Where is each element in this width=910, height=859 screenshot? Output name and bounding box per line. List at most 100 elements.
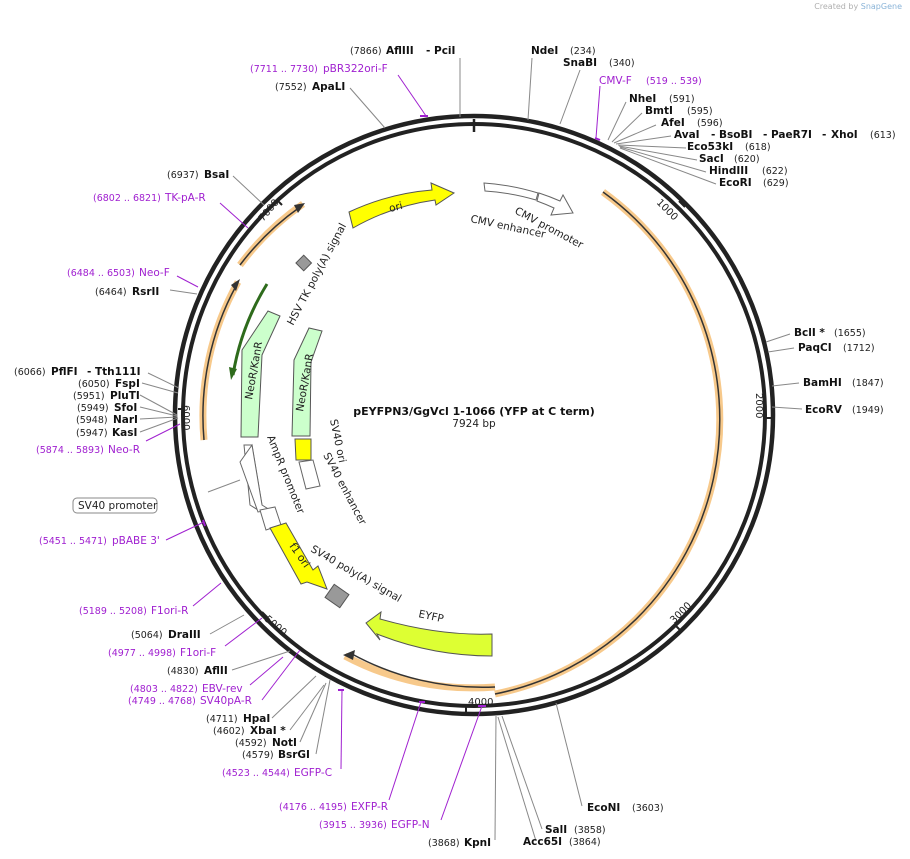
snapgene-credit: Created by SnapGene [814, 2, 902, 11]
sv40-polya-label: SV40 poly(A) signal [309, 543, 404, 605]
primer-range-exfp-r: (4176 .. 4195) [279, 802, 347, 813]
pos-pluTI: (5951) [73, 391, 105, 402]
sv40-promoter-box [72, 497, 158, 514]
pos-bsaI: (6937) [167, 170, 199, 181]
pos-bclI: (1655) [834, 328, 866, 339]
enzyme-bclI: BclI * [794, 327, 825, 339]
hsv-tk-polya-feature [295, 254, 313, 272]
orf-arcs [199, 189, 724, 698]
snapgene-logo: SnapGene [860, 2, 902, 11]
primer-f1ori-r: F1ori-R [151, 605, 188, 617]
enzyme-acc65I: Acc65I [523, 836, 562, 848]
enzyme-aflIII: AflIII [386, 45, 414, 57]
enzyme-bsobI: BsoBI [719, 129, 752, 141]
svg-text:-: - [87, 366, 91, 378]
pos-ecoRI: (629) [763, 178, 789, 189]
primer-tk-pa-r: TK-pA-R [164, 192, 206, 204]
enzyme-labels: (7866) AflIII - PciI NdeI (234) SnaBI (3… [14, 45, 896, 849]
enzyme-ecoRV: EcoRV [805, 404, 843, 416]
pos-aflIII: (7866) [350, 46, 382, 57]
enzyme-snabI: SnaBI [563, 57, 597, 69]
pos-notI: (4592) [235, 738, 267, 749]
pos-bamHI: (1847) [852, 378, 884, 389]
primer-range-neo-f: (6484 .. 6503) [67, 268, 135, 279]
neo-inner-feature [291, 327, 323, 437]
pos-hpaI: (4711) [206, 714, 238, 725]
tick-2000: 2000 [753, 393, 764, 418]
enzyme-apaLI: ApaLI [312, 81, 345, 93]
primer-pbr322ori-f: pBR322ori-F [323, 63, 388, 75]
enzyme-pciI: PciI [434, 45, 455, 57]
f1-ori-feature [269, 522, 328, 590]
enzyme-bamHI: BamHI [803, 377, 842, 389]
pos-kasI: (5947) [76, 428, 108, 439]
pos-narI: (5948) [76, 415, 108, 426]
enzyme-sacI: SacI [699, 153, 724, 165]
enzyme-ecoNI: EcoNI [587, 802, 620, 814]
primer-ebv-rev: EBV-rev [202, 683, 243, 695]
primer-range-tk-pa-r: (6802 .. 6821) [93, 193, 161, 204]
cmv-promoter-feature [536, 192, 574, 216]
primer-range-ebv-rev: (4803 .. 4822) [130, 684, 198, 695]
primer-range-cmv-f: (519 .. 539) [646, 76, 702, 87]
primer-range-f1ori-f: (4977 .. 4998) [108, 648, 176, 659]
pos-aflII: (4830) [167, 666, 199, 677]
enzyme-notI: NotI [272, 737, 297, 749]
tick-1000: 1000 [654, 197, 680, 223]
enzyme-rsrII: RsrII [132, 286, 159, 298]
enzyme-draIII: DraIII [168, 629, 201, 641]
primer-range-f1ori-r: (5189 .. 5208) [79, 606, 147, 617]
enzyme-hpaI: HpaI [243, 713, 270, 725]
enzyme-pluTI: PluTI [110, 390, 140, 402]
primer-neo-r: Neo-R [108, 444, 140, 456]
enzyme-narI: NarI [113, 414, 138, 426]
enzyme-kpnI: KpnI [464, 837, 491, 849]
primer-f1ori-f: F1ori-F [180, 647, 216, 659]
svg-text:-: - [822, 129, 826, 141]
pos-salI: (3858) [574, 825, 606, 836]
primer-egfp-n: EGFP-N [391, 819, 430, 831]
pos-hindIII: (622) [762, 166, 788, 177]
tick-6000: 6000 [180, 405, 191, 430]
primer-neo-f: Neo-F [139, 267, 170, 279]
enzyme-aflII: AflII [204, 665, 228, 677]
enzyme-bmtI: BmtI [645, 105, 673, 117]
svg-text:-: - [763, 129, 767, 141]
enzyme-xbaI: XbaI * [250, 725, 286, 737]
pos-sacI: (620) [734, 154, 760, 165]
primer-range-pbr322ori-f: (7711 .. 7730) [250, 64, 318, 75]
plasmid-title: pEYFPN3/GgVcl 1-1066 (YFP at C term) [353, 405, 594, 418]
enzyme-fspI: FspI [115, 378, 140, 390]
leader-lines [139, 57, 803, 842]
primer-exfp-r: EXFP-R [351, 801, 388, 813]
primer-range-neo-r: (5874 .. 5893) [36, 445, 104, 456]
tick-5000: 5000 [262, 614, 289, 639]
sv40-enhancer-feature [298, 459, 321, 490]
primer-range-pbabe-3: (5451 .. 5471) [39, 536, 107, 547]
enzyme-pflFI: PflFI [51, 366, 78, 378]
hsv-tk-label: HSV TK poly(A) signal [285, 221, 349, 327]
pos-pflFI: (6066) [14, 367, 46, 378]
eyfp-feature [365, 610, 493, 657]
sv40-enhancer-label: SV40 enhancer [320, 451, 368, 528]
primer-range-egfp-n: (3915 .. 3936) [319, 820, 387, 831]
pos-acc65I: (3864) [569, 837, 601, 848]
sv40-ori-feature [294, 438, 312, 461]
pos-xbaI: (4602) [213, 726, 245, 737]
svg-text:-: - [711, 129, 715, 141]
enzyme-bsrGI: BsrGI [278, 749, 310, 761]
enzyme-paqCI: PaqCI [798, 342, 832, 354]
enzyme-nheI: NheI [629, 93, 656, 105]
pos-xhoI: (613) [870, 130, 896, 141]
enzyme-eco53kI: Eco53kI [687, 141, 733, 153]
pos-eco53kI: (618) [745, 142, 771, 153]
pos-rsrII: (6464) [95, 287, 127, 298]
pos-bmtI: (595) [687, 106, 713, 117]
pos-ecoNI: (3603) [632, 803, 664, 814]
neo-outer-feature [240, 310, 281, 438]
pos-ecoRV: (1949) [852, 405, 884, 416]
enzyme-salI: SalI [545, 824, 567, 836]
pos-bsrGI: (4579) [242, 750, 274, 761]
enzyme-xhoI: XhoI [831, 129, 858, 141]
